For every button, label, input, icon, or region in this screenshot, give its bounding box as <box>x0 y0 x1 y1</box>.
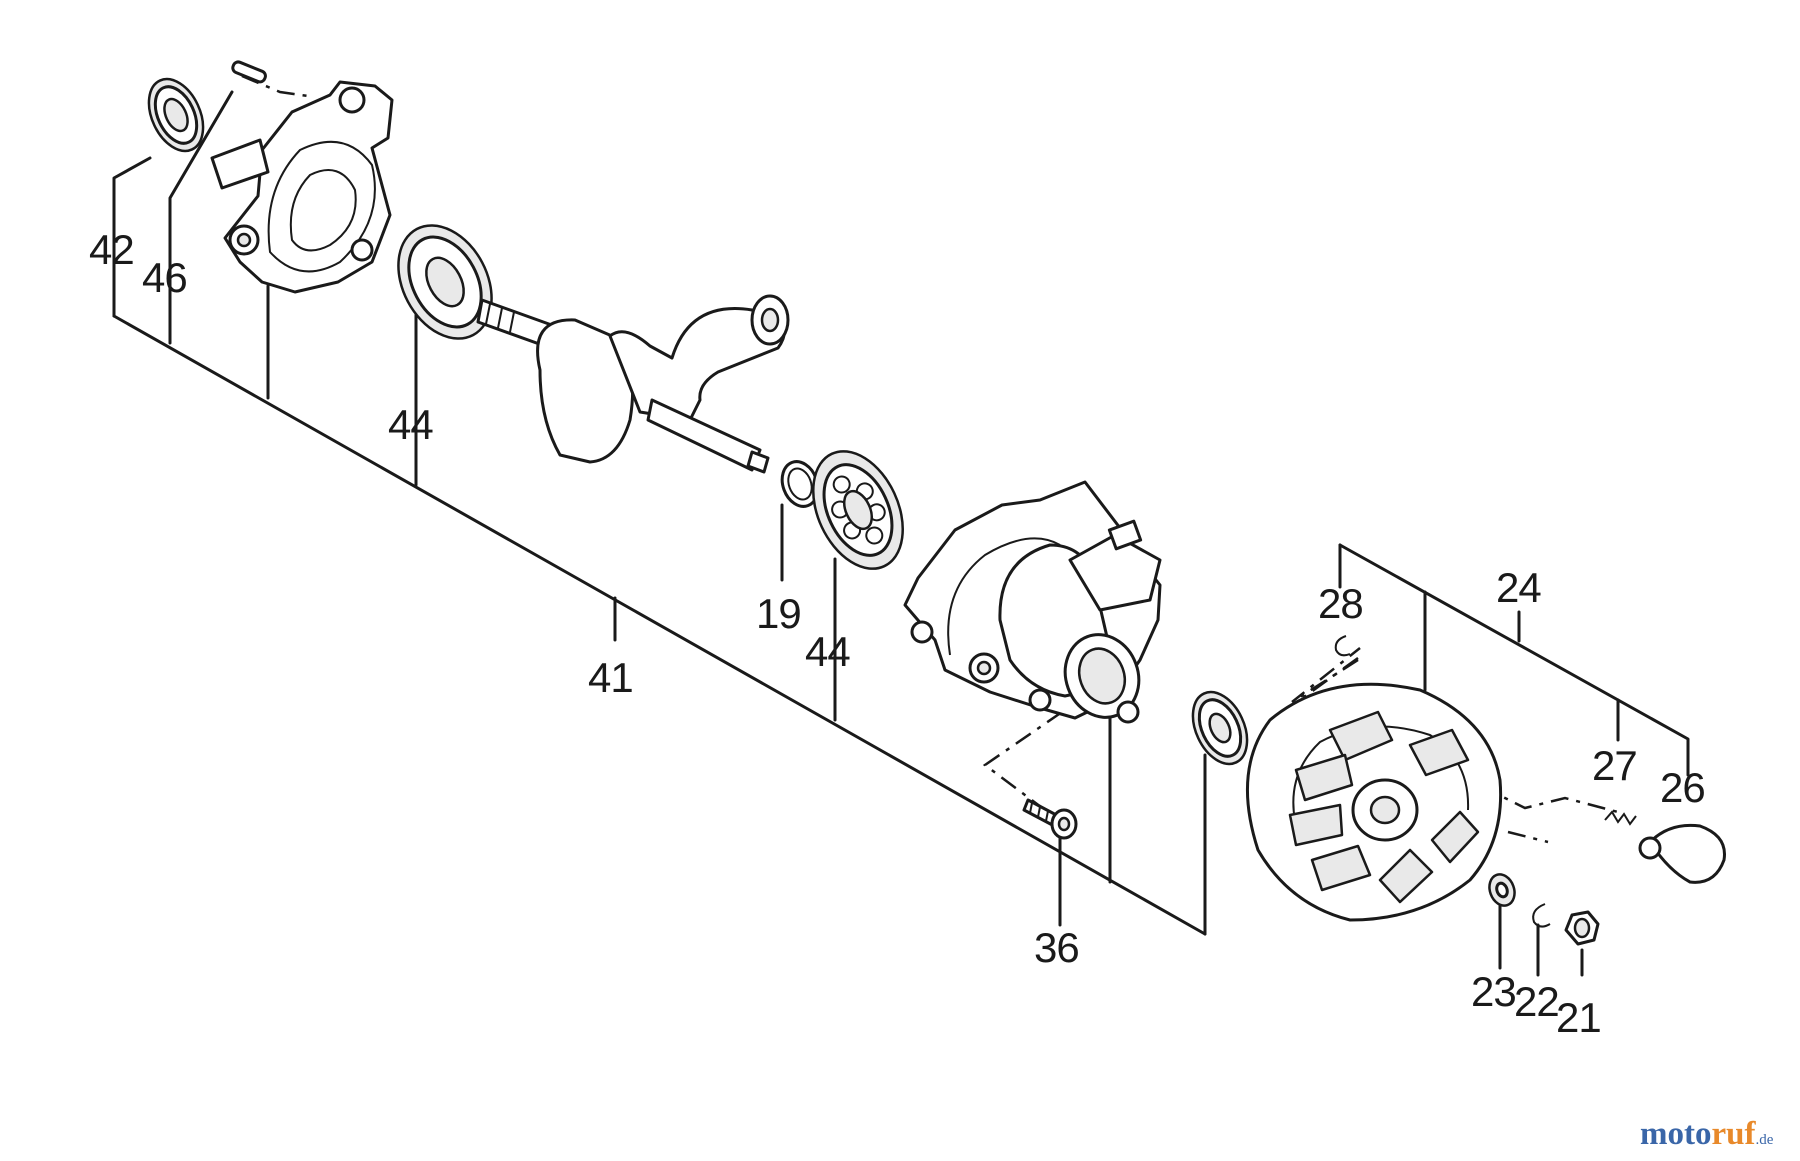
label-27: 27 <box>1592 742 1637 789</box>
leader-lines <box>112 90 1690 977</box>
watermark-suffix: .de <box>1755 1132 1773 1148</box>
label-23: 23 <box>1471 968 1516 1015</box>
label-44-second: 44 <box>805 628 850 675</box>
screw-36-drawing <box>1022 798 1078 840</box>
dowel-pin-46-drawing <box>231 60 267 84</box>
watermark: motoruf.de <box>1640 1116 1774 1152</box>
label-28: 28 <box>1318 580 1363 627</box>
flywheel-24-drawing <box>1245 682 1503 922</box>
label-24: 24 <box>1496 564 1541 611</box>
crankcase-half-left-drawing <box>210 80 394 294</box>
washer-23-drawing <box>1488 873 1516 907</box>
lock-washer-22-drawing <box>1532 903 1551 928</box>
svg-text:motoruf.de: motoruf.de <box>1640 1116 1774 1152</box>
label-44-first: 44 <box>388 401 433 448</box>
pawl-26-drawing <box>1638 823 1726 884</box>
label-26: 26 <box>1660 764 1705 811</box>
bearing-42-drawing <box>147 77 205 153</box>
label-21: 21 <box>1556 994 1601 1041</box>
nut-21-drawing <box>1564 910 1600 946</box>
watermark-part1: moto <box>1640 1116 1711 1152</box>
bearing-44-first-drawing <box>397 224 493 340</box>
label-41: 41 <box>588 654 633 701</box>
label-19: 19 <box>756 590 801 637</box>
crankcase-half-right-drawing <box>903 480 1162 724</box>
spring-27-drawing <box>1604 810 1637 826</box>
clip-28-drawing <box>1334 635 1351 657</box>
bearing-44-second-drawing <box>812 450 904 570</box>
part-labels: 42 46 44 41 19 44 36 28 24 27 26 23 22 2… <box>89 226 1706 1041</box>
watermark-part2: ruf <box>1711 1116 1756 1152</box>
label-42: 42 <box>89 226 134 273</box>
crankshaft-drawing <box>476 294 790 474</box>
label-22: 22 <box>1514 978 1559 1025</box>
label-46: 46 <box>142 254 187 301</box>
label-36: 36 <box>1034 924 1079 971</box>
bearing-small-drawing <box>1191 690 1249 766</box>
